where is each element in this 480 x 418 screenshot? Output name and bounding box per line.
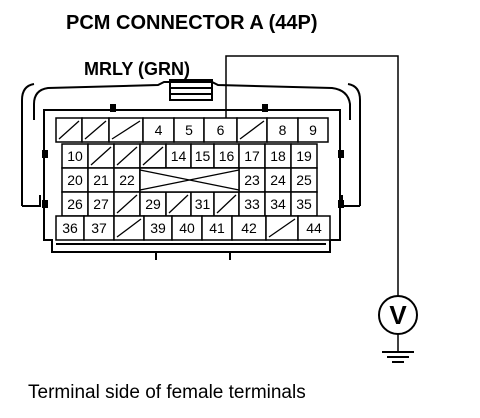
unused-terminal-mark xyxy=(90,146,112,166)
voltmeter-symbol: V xyxy=(389,300,407,330)
unused-terminal-mark xyxy=(116,146,138,166)
terminal-15: 15 xyxy=(195,148,211,164)
unused-terminal-mark xyxy=(268,218,296,238)
terminal-cell xyxy=(290,191,318,217)
unused-terminal-mark xyxy=(84,120,107,140)
terminal-37: 37 xyxy=(91,220,107,236)
voltmeter-circle xyxy=(378,295,418,335)
terminal-cell xyxy=(143,215,173,241)
terminal-24: 24 xyxy=(270,172,286,188)
terminal-8: 8 xyxy=(279,122,287,138)
housing-latches xyxy=(42,104,344,208)
unused-terminal-mark xyxy=(116,194,138,214)
terminal-22: 22 xyxy=(119,172,135,188)
connector-housing xyxy=(21,79,361,260)
terminal-34: 34 xyxy=(270,196,286,212)
terminal-19: 19 xyxy=(296,148,312,164)
terminal-31: 31 xyxy=(195,196,211,212)
terminal-36: 36 xyxy=(62,220,78,236)
terminal-35: 35 xyxy=(296,196,312,212)
terminal-5: 5 xyxy=(185,122,193,138)
terminal-cell xyxy=(87,191,115,217)
terminal-cell xyxy=(266,117,299,143)
terminal-26: 26 xyxy=(67,196,83,212)
terminal-cell xyxy=(201,215,233,241)
unused-terminal-mark xyxy=(216,194,237,214)
terminal-27: 27 xyxy=(93,196,109,212)
terminal-grid: 4 5 6 8 9 10 14 15 16 17 18 19 20 21 22 23 24 25 26 27 29 31 3… xyxy=(55,117,331,241)
terminal-42: 42 xyxy=(241,220,257,236)
unused-terminal-mark xyxy=(111,120,141,140)
terminal-39: 39 xyxy=(150,220,166,236)
terminal-44: 44 xyxy=(306,220,322,236)
terminal-cell xyxy=(55,215,85,241)
terminal-17: 17 xyxy=(244,148,260,164)
caption: Terminal side of female terminals xyxy=(28,382,306,403)
terminal-10: 10 xyxy=(67,148,83,164)
terminal-cell xyxy=(61,143,89,169)
terminal-cell xyxy=(83,215,115,241)
terminal-33: 33 xyxy=(244,196,260,212)
unused-terminal-mark xyxy=(142,146,164,166)
terminal-6: 6 xyxy=(217,122,225,138)
terminal-21: 21 xyxy=(93,172,109,188)
blank-block-cross xyxy=(139,169,240,191)
terminal-cell xyxy=(231,215,267,241)
terminal-20: 20 xyxy=(67,172,83,188)
voltmeter: V xyxy=(378,295,418,335)
terminal-cell xyxy=(173,117,205,143)
terminal-16: 16 xyxy=(219,148,235,164)
diagram-title: PCM CONNECTOR A (44P) xyxy=(66,12,318,34)
terminal-cell xyxy=(142,117,175,143)
terminal-41: 41 xyxy=(209,220,225,236)
blank-block xyxy=(139,167,240,193)
unused-terminal-mark xyxy=(116,218,142,238)
terminal-4: 4 xyxy=(155,122,163,138)
probe-circuit xyxy=(225,55,414,363)
terminal-14: 14 xyxy=(171,148,187,164)
terminal-cell xyxy=(297,117,329,143)
unused-terminal-mark xyxy=(239,120,265,140)
wire-label: MRLY (GRN) xyxy=(84,59,190,79)
unused-terminal-mark xyxy=(168,194,189,214)
probe-wire xyxy=(225,55,399,296)
terminal-25: 25 xyxy=(296,172,312,188)
terminal-9: 9 xyxy=(309,122,317,138)
terminal-23: 23 xyxy=(244,172,260,188)
unused-terminal-mark xyxy=(58,120,80,140)
terminal-29: 29 xyxy=(145,196,161,212)
terminal-18: 18 xyxy=(270,148,286,164)
terminal-40: 40 xyxy=(179,220,195,236)
terminal-cell xyxy=(297,215,331,241)
